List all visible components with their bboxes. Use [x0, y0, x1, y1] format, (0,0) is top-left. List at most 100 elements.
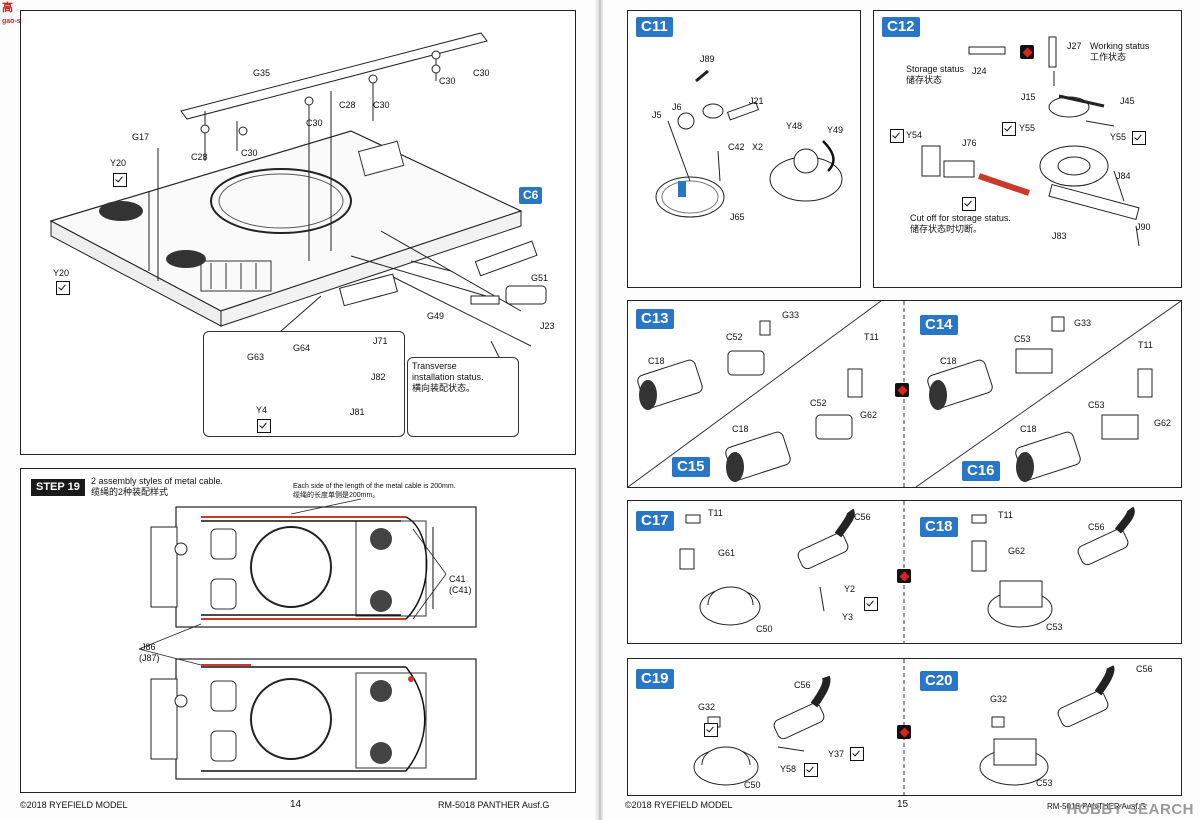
part-C53: C53 — [1046, 622, 1063, 632]
hull-top-panel: G35 C30 C30 C30 C30 C30 C28 C28 G17 Y20 … — [20, 10, 576, 455]
part-G17: G17 — [132, 132, 150, 142]
footer-copyright: ©2018 RYEFIELD MODEL — [20, 800, 128, 810]
part-J90: J90 — [1136, 222, 1151, 232]
check-icon — [1002, 122, 1016, 136]
part-J83: J83 — [1052, 231, 1067, 241]
part-G62: G62 — [1008, 546, 1026, 556]
part-C30: C30 — [373, 100, 390, 110]
swap-arrow-icon — [1020, 45, 1034, 59]
check-icon — [257, 419, 271, 433]
part-C56: C56 — [1136, 664, 1153, 674]
check-icon — [850, 747, 864, 761]
part-C56: C56 — [854, 512, 871, 522]
part-Y37: Y37 — [828, 749, 845, 759]
badge-C19: C19 — [636, 669, 674, 689]
step19-drawing — [138, 498, 477, 780]
page-number: 15 — [897, 799, 909, 810]
part-G33: G33 — [1074, 318, 1092, 328]
footer-product: RM-5018 PANTHER Ausf.G — [438, 800, 550, 810]
part-G32: G32 — [698, 702, 716, 712]
part-Y4: Y4 — [256, 405, 268, 415]
cutoff-note-cn: 储存状态时切断。 — [910, 224, 983, 234]
part-C18: C18 — [940, 356, 957, 366]
cutoff-note-en: Cut off for storage status. — [910, 213, 1011, 223]
hobby-search-watermark: HOBBY SEARCH — [1066, 801, 1194, 818]
part-T11: T11 — [998, 510, 1013, 520]
step19-panel: STEP 19 2 assembly styles of metal cable… — [20, 468, 576, 793]
C19-C20-drawing — [693, 659, 1115, 795]
storage-status-en: Storage status — [906, 64, 965, 74]
badge-C16: C16 — [962, 461, 1000, 481]
part-Y3: Y3 — [842, 612, 854, 622]
part-C53: C53 — [1088, 400, 1105, 410]
part-J27: J27 — [1067, 41, 1082, 51]
C11-drawing — [655, 69, 843, 218]
part-J6: J6 — [672, 102, 682, 112]
part-G35: G35 — [253, 68, 271, 78]
part-J71: J71 — [373, 336, 388, 346]
transverse-note-line: 横向装配状态。 — [412, 383, 476, 393]
detail-subpanel — [203, 331, 405, 437]
step19-note-cn: 缆绳的长度单侧是200mm。 — [293, 492, 380, 499]
panel-C12: C12 Storage status J24 储存状态 J27 Working … — [873, 10, 1182, 288]
badge-C12: C12 — [882, 17, 920, 37]
part-Y55: Y55 — [1110, 132, 1127, 142]
panel-C13-C16: C13 C18 C52 G33 C15 C18 C52 T11 G62 C14 … — [627, 300, 1182, 488]
part-G61: G61 — [718, 548, 736, 558]
part-J87: (J87) — [139, 653, 160, 663]
badge-C18: C18 — [920, 517, 958, 537]
part-J21: J21 — [749, 96, 764, 106]
footer-product: RM-5018 PANTHER Ausf.G — [1047, 802, 1146, 811]
part-J15: J15 — [1021, 92, 1036, 102]
part-J5: J5 — [652, 110, 662, 120]
check-icon — [704, 723, 718, 737]
part-C50: C50 — [756, 624, 773, 634]
part-C18: C18 — [1020, 424, 1037, 434]
part-J65: J65 — [730, 212, 745, 222]
part-G33: G33 — [782, 310, 800, 320]
part-C18: C18 — [648, 356, 665, 366]
check-icon — [962, 197, 976, 211]
part-C52: C52 — [810, 398, 827, 408]
storage-status-cn: 储存状态 — [906, 75, 943, 85]
part-G62: G62 — [860, 410, 878, 420]
part-G51: G51 — [531, 273, 549, 283]
part-C53: C53 — [1036, 778, 1053, 788]
badge-C6: C6 — [519, 187, 543, 204]
part-Y58: Y58 — [780, 764, 797, 774]
part-C30: C30 — [241, 148, 258, 158]
badge-C14: C14 — [920, 315, 958, 335]
page-15: C11 J89 J5 J6 J21 C42 X2 Y48 Y49 J65 — [603, 0, 1200, 820]
panel-C17-C18: C17 T11 G61 C56 Y2 Y3 C50 C18 T11 G62 C5… — [627, 500, 1182, 644]
working-status-cn: 工作状态 — [1090, 52, 1127, 62]
watermark-char: 高 — [2, 2, 13, 14]
panel-C19-C20: C19 G32 C56 Y37 Y58 C50 C20 G32 C56 C53 — [627, 658, 1182, 796]
part-G62: G62 — [1154, 418, 1172, 428]
transverse-note-line: installation status. — [412, 372, 484, 382]
part-C30: C30 — [473, 68, 490, 78]
step19-title-en: 2 assembly styles of metal cable. — [91, 476, 224, 486]
check-icon — [804, 763, 818, 777]
badge-C20: C20 — [920, 671, 958, 691]
badge-C11: C11 — [636, 17, 673, 37]
part-J86: J86 — [141, 642, 156, 652]
step19-note-en: Each side of the length of the metal cab… — [293, 483, 456, 490]
page-number: 14 — [290, 799, 302, 810]
check-icon — [864, 597, 878, 611]
step19-badge: STEP 19 — [31, 479, 85, 496]
part-T11: T11 — [864, 332, 879, 342]
working-status-en: Working status — [1090, 41, 1150, 51]
C13-C16-drawing — [628, 301, 1181, 487]
part-Y54: Y54 — [906, 130, 923, 140]
swap-arrow-icon — [897, 725, 911, 739]
part-G63: G63 — [247, 352, 265, 362]
check-icon — [56, 281, 70, 295]
C12-drawing — [921, 36, 1140, 247]
check-icon — [890, 129, 904, 143]
part-G64: G64 — [293, 343, 311, 353]
swap-arrow-icon — [897, 569, 911, 583]
part-C56: C56 — [794, 680, 811, 690]
badge-C17: C17 — [636, 511, 674, 531]
part-J23: J23 — [540, 321, 555, 331]
part-G32: G32 — [990, 694, 1008, 704]
